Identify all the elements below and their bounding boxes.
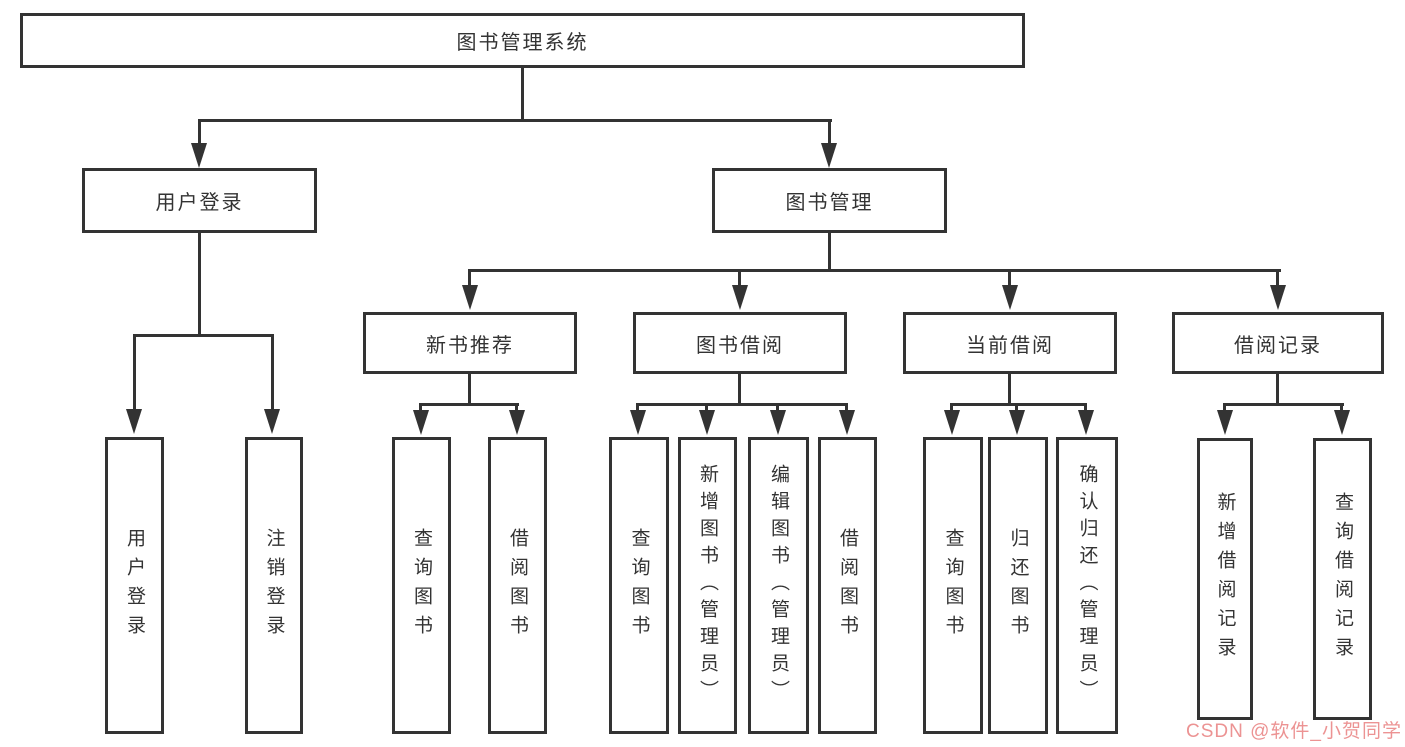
- leaf-borrow-add-book-admin: 新增图书（管理员）: [678, 437, 737, 734]
- arrow-down-icon: [264, 409, 280, 434]
- arrow-down-icon: [1009, 410, 1025, 435]
- leaf-borrow-edit-book-admin: 编辑图书（管理员）: [748, 437, 809, 734]
- leaf-current-confirm-return-admin: 确认归还（管理员）: [1056, 437, 1118, 734]
- arrow-down-icon: [699, 410, 715, 435]
- arrow-down-icon: [630, 410, 646, 435]
- leaf-borrow-query-book: 查询图书: [609, 437, 669, 734]
- arrow-down-icon: [1002, 285, 1018, 310]
- connector-line: [828, 231, 831, 272]
- connector-line: [521, 67, 524, 121]
- connector-line: [271, 334, 274, 411]
- connector-line: [738, 371, 741, 406]
- arrow-down-icon: [944, 410, 960, 435]
- connector-line: [845, 403, 848, 415]
- arrow-down-icon: [1270, 285, 1286, 310]
- leaf-recommend-query-book: 查询图书: [392, 437, 451, 734]
- leaf-records-query-record: 查询借阅记录: [1313, 438, 1372, 720]
- connector-line: [950, 403, 953, 415]
- node-current-borrow: 当前借阅: [903, 312, 1117, 374]
- arrow-down-icon: [191, 143, 207, 168]
- leaf-records-add-record: 新增借阅记录: [1197, 438, 1253, 720]
- arrow-down-icon: [1217, 410, 1233, 435]
- connector-line: [951, 403, 1087, 406]
- connector-line: [738, 269, 741, 289]
- leaf-current-query-book: 查询图书: [923, 437, 983, 734]
- arrow-down-icon: [413, 410, 429, 435]
- leaf-borrow-borrow-book: 借阅图书: [818, 437, 877, 734]
- connector-line: [1008, 371, 1011, 406]
- connector-line: [198, 231, 201, 336]
- connector-line: [198, 119, 201, 147]
- node-new-book-recommend: 新书推荐: [363, 312, 577, 374]
- connector-line: [705, 403, 708, 415]
- connector-line: [1008, 269, 1011, 289]
- arrow-down-icon: [770, 410, 786, 435]
- arrow-down-icon: [126, 409, 142, 434]
- node-user-login: 用户登录: [82, 168, 317, 233]
- connector-line: [420, 403, 519, 406]
- connector-line: [469, 269, 1281, 272]
- connector-line: [133, 334, 274, 337]
- connector-line: [515, 403, 518, 415]
- node-borrow-records: 借阅记录: [1172, 312, 1384, 374]
- connector-line: [1276, 269, 1279, 289]
- connector-line: [133, 334, 136, 411]
- connector-line: [1224, 403, 1344, 406]
- node-book-management: 图书管理: [712, 168, 947, 233]
- arrow-down-icon: [1078, 410, 1094, 435]
- connector-line: [776, 403, 779, 415]
- leaf-recommend-borrow-book: 借阅图书: [488, 437, 547, 734]
- connector-line: [419, 403, 422, 415]
- leaf-current-return-book: 归还图书: [988, 437, 1048, 734]
- connector-line: [468, 371, 471, 406]
- connector-line: [1340, 403, 1343, 415]
- connector-line: [468, 269, 471, 289]
- connector-line: [636, 403, 848, 406]
- connector-line: [1015, 403, 1018, 415]
- leaf-user-login: 用户登录: [105, 437, 164, 734]
- arrow-down-icon: [509, 410, 525, 435]
- leaf-logout: 注销登录: [245, 437, 303, 734]
- watermark: CSDN @软件_小贺同学: [1186, 721, 1402, 742]
- connector-line: [1223, 403, 1226, 415]
- arrow-down-icon: [1334, 410, 1350, 435]
- connector-line: [828, 119, 831, 147]
- connector-line: [198, 119, 832, 122]
- connector-line: [636, 403, 639, 415]
- node-root: 图书管理系统: [20, 13, 1025, 68]
- arrow-down-icon: [732, 285, 748, 310]
- arrow-down-icon: [821, 143, 837, 168]
- node-book-borrow: 图书借阅: [633, 312, 847, 374]
- arrow-down-icon: [839, 410, 855, 435]
- connector-line: [1084, 403, 1087, 415]
- arrow-down-icon: [462, 285, 478, 310]
- connector-line: [1276, 371, 1279, 406]
